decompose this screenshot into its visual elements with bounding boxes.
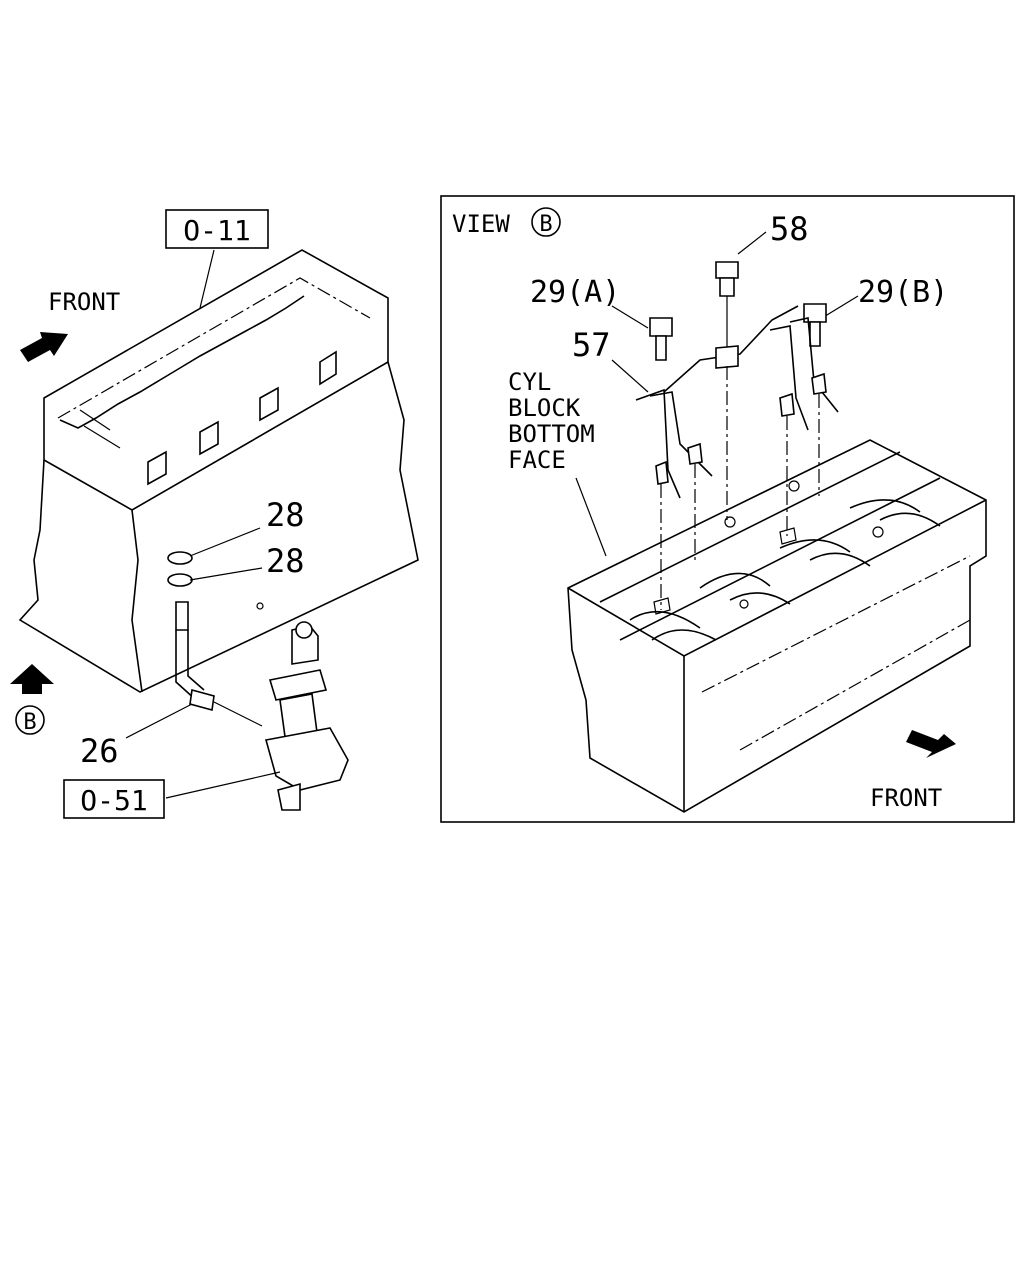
callout-26: 26 xyxy=(80,732,119,770)
svg-text:FACE: FACE xyxy=(508,446,566,474)
bolt-29b xyxy=(803,303,827,347)
fitting-58 xyxy=(715,261,739,352)
leader-face xyxy=(575,477,607,557)
svg-text:BOTTOM: BOTTOM xyxy=(508,420,595,448)
leader-29a xyxy=(611,305,649,329)
ref-label-o11: O-11 xyxy=(183,214,250,247)
leader-o51 xyxy=(165,771,281,799)
front-arrow-right-icon xyxy=(906,730,956,758)
ref-label-o51: O-51 xyxy=(80,784,147,817)
front-label-right: FRONT xyxy=(870,784,942,812)
svg-text:BLOCK: BLOCK xyxy=(508,394,581,422)
ref-box-o11[interactable]: O-11 xyxy=(165,209,269,249)
leader-26 xyxy=(125,703,193,739)
view-b-arrow-icon xyxy=(10,664,54,694)
view-b-title: VIEW B xyxy=(452,207,561,238)
svg-text:B: B xyxy=(539,212,552,237)
callout-29b: 29(B) xyxy=(858,275,948,310)
o-ring-upper xyxy=(167,551,193,565)
leader-28-lower xyxy=(189,567,263,581)
leader-o11 xyxy=(199,249,215,309)
leader-29b xyxy=(821,295,859,319)
o-ring-lower xyxy=(167,573,193,587)
oil-pump xyxy=(264,621,349,811)
callout-29a: 29(A) xyxy=(530,275,620,310)
view-b-marker-left: B xyxy=(15,705,45,735)
view-b-panel xyxy=(440,195,1015,823)
callout-58: 58 xyxy=(770,210,809,248)
front-label-left: FRONT xyxy=(48,288,120,316)
svg-text:CYL: CYL xyxy=(508,368,551,396)
cyl-block-bottom-face-label: CYL BLOCK BOTTOM FACE xyxy=(508,368,595,474)
engine-block-left xyxy=(18,249,419,693)
oil-pipe-26 xyxy=(175,601,263,727)
svg-text:VIEW: VIEW xyxy=(452,210,510,238)
bolt-29a xyxy=(649,317,673,361)
callout-28-upper: 28 xyxy=(266,496,305,534)
leader-58 xyxy=(737,231,767,255)
leader-28-upper xyxy=(189,527,261,557)
oil-jet-pipes-57 xyxy=(635,305,839,610)
front-arrow-icon xyxy=(20,332,68,362)
svg-text:B: B xyxy=(23,710,36,735)
cylinder-block-bottom xyxy=(567,439,987,813)
leader-57 xyxy=(611,359,649,393)
callout-57: 57 xyxy=(572,326,611,364)
ref-box-o51[interactable]: O-51 xyxy=(63,779,165,819)
callout-28-lower: 28 xyxy=(266,542,305,580)
